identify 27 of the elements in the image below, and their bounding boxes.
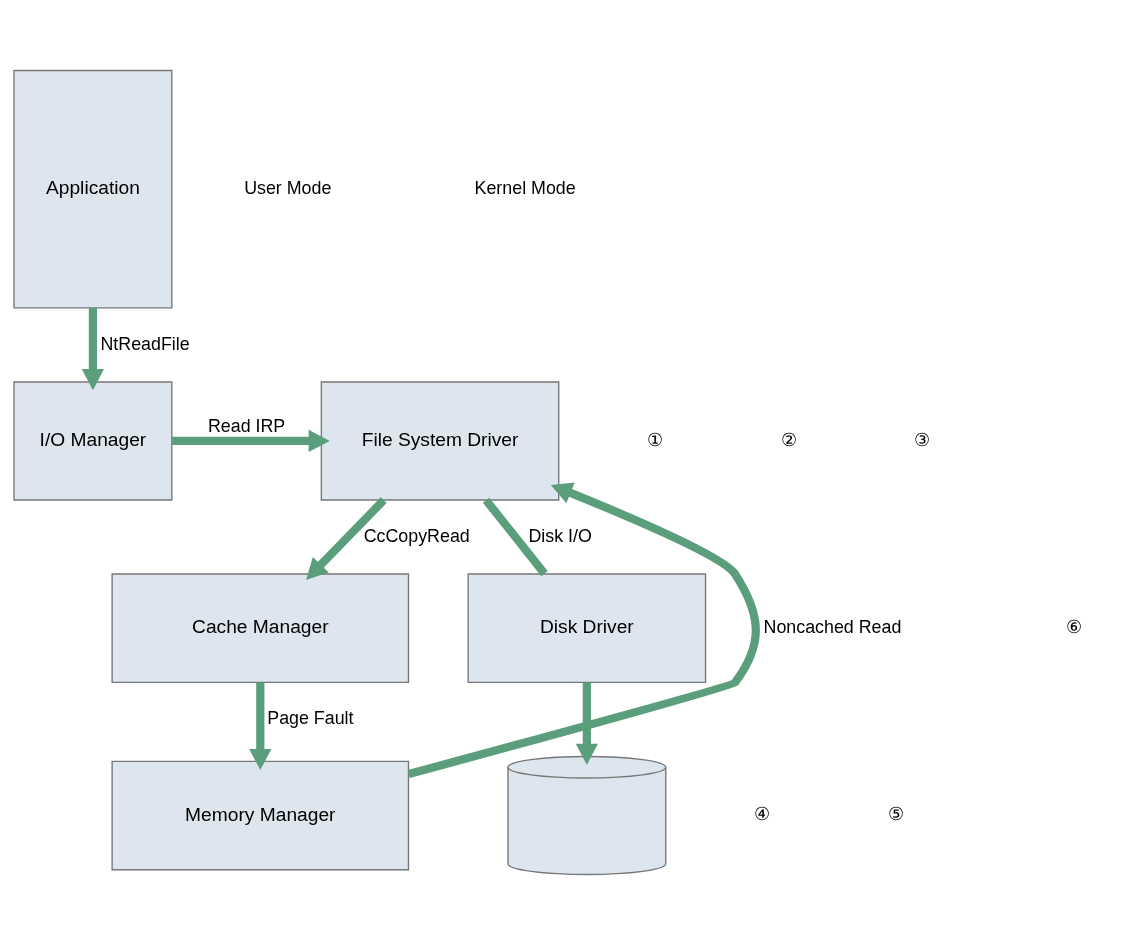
connector xyxy=(482,497,548,577)
arrow xyxy=(407,482,760,779)
node-box: Application xyxy=(13,69,173,309)
arrow xyxy=(81,308,105,391)
label: ② xyxy=(780,429,797,450)
edge-label: Page Fault xyxy=(267,708,354,729)
label: ④ xyxy=(754,804,771,825)
node-box: Cache Manager xyxy=(111,573,410,684)
label: ① xyxy=(647,429,664,450)
node-box: File System Driver xyxy=(320,381,560,501)
label: User Mode xyxy=(244,177,332,198)
edge-label: Noncached Read xyxy=(763,616,902,637)
arrow xyxy=(249,682,272,771)
label: ⑥ xyxy=(1065,616,1082,637)
edge-label: NtReadFile xyxy=(100,333,190,354)
edge-label: Read IRP xyxy=(207,415,286,436)
arrow xyxy=(575,682,598,765)
edge-label: Disk I/O xyxy=(528,525,592,546)
node-box: Memory Manager xyxy=(111,760,410,871)
node-box: Disk Driver xyxy=(467,573,707,684)
label: ③ xyxy=(913,429,930,450)
label: Kernel Mode xyxy=(474,177,576,198)
label: ⑤ xyxy=(887,804,904,825)
arrow xyxy=(306,497,387,580)
edge-label: CcCopyRead xyxy=(363,525,470,546)
arrow xyxy=(172,429,330,453)
node-box: I/O Manager xyxy=(13,381,173,501)
